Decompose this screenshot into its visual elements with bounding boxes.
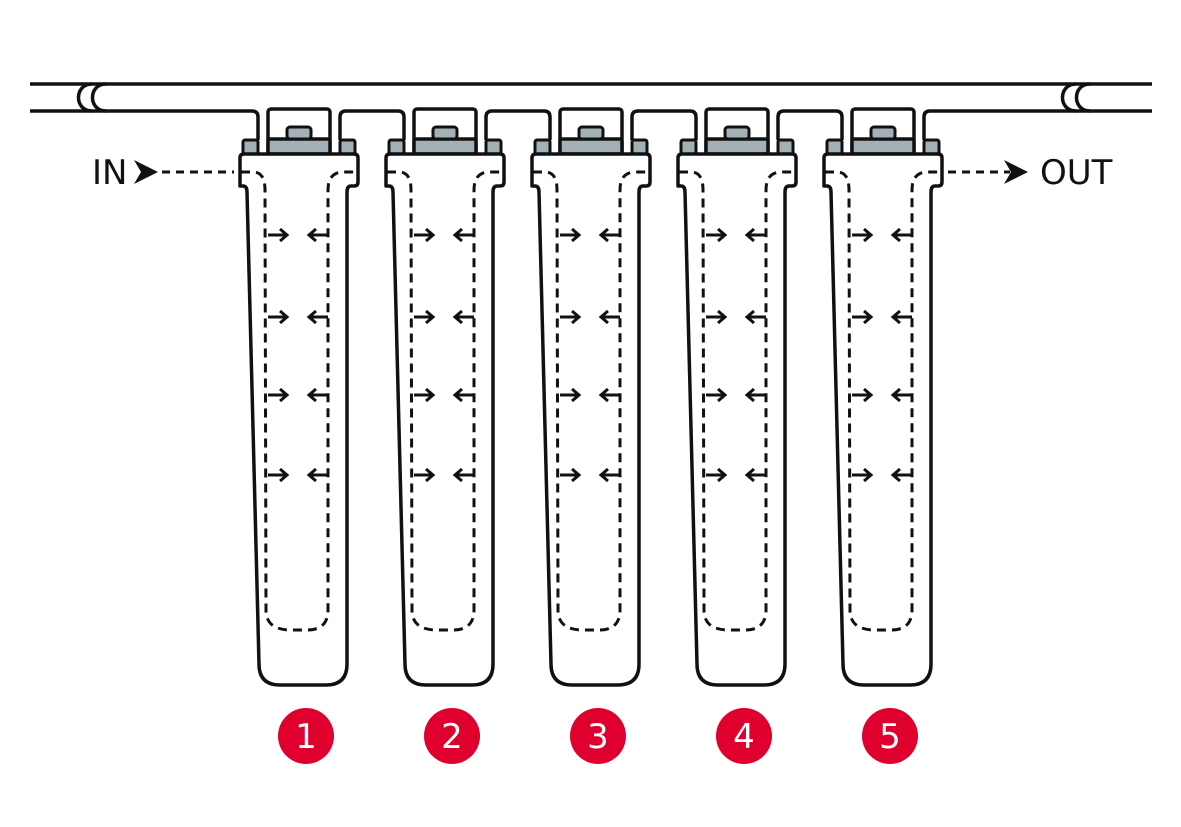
flow-arrow-icon: [706, 387, 766, 403]
filter-housing: [384, 152, 506, 687]
flow-arrow-icon: [706, 227, 766, 243]
flow-arrow-icon: [414, 467, 474, 483]
filter-number: 2: [441, 717, 463, 757]
flow-path: [241, 170, 357, 632]
filter-housing: [238, 152, 360, 687]
filter-number: 4: [733, 717, 755, 757]
flow-path: [387, 170, 503, 632]
filter-2: 2: [384, 107, 506, 764]
filter-number-badge: 3: [570, 708, 626, 764]
outlet-label: OUT: [948, 153, 1113, 193]
flow-path: [533, 170, 649, 632]
flow-path: [679, 170, 795, 632]
flow-arrow-icon: [852, 227, 912, 243]
filter-number-badge: 5: [862, 708, 918, 764]
flow-arrow-icon: [414, 387, 474, 403]
filter-3: 3: [530, 107, 652, 764]
filter-number: 5: [879, 717, 901, 757]
flow-arrow-icon: [560, 467, 620, 483]
filter-1: 1: [238, 107, 360, 764]
in-arrow-icon: [134, 160, 158, 184]
inlet-label: IN: [92, 153, 234, 193]
filter-number-badge: 1: [278, 708, 334, 764]
filter-5: 5: [822, 107, 944, 764]
flow-arrow-icon: [414, 227, 474, 243]
flow-arrow-icon: [268, 467, 328, 483]
flow-arrow-icon: [560, 309, 620, 325]
manifold-pipe: [30, 82, 1152, 140]
filter-4: 4: [676, 107, 798, 764]
out-label: OUT: [1040, 153, 1113, 193]
filter-housing: [676, 152, 798, 687]
flow-arrow-icon: [268, 309, 328, 325]
flow-arrow-icon: [706, 467, 766, 483]
out-arrow-icon: [1004, 160, 1028, 184]
flow-arrow-icon: [560, 227, 620, 243]
flow-arrow-icon: [414, 309, 474, 325]
filter-number-badge: 2: [424, 708, 480, 764]
flow-arrow-icon: [706, 309, 766, 325]
filters: 1 2 3 4 5: [238, 107, 944, 764]
flow-path: [825, 170, 941, 632]
in-label: IN: [92, 153, 127, 193]
filter-housing: [822, 152, 944, 687]
flow-arrow-icon: [852, 309, 912, 325]
filter-number: 3: [587, 717, 609, 757]
flow-arrow-icon: [268, 227, 328, 243]
filter-number: 1: [295, 717, 317, 757]
flow-arrow-icon: [268, 387, 328, 403]
flow-arrow-icon: [852, 467, 912, 483]
flow-arrow-icon: [560, 387, 620, 403]
filter-housing: [530, 152, 652, 687]
filter-number-badge: 4: [716, 708, 772, 764]
flow-arrow-icon: [852, 387, 912, 403]
